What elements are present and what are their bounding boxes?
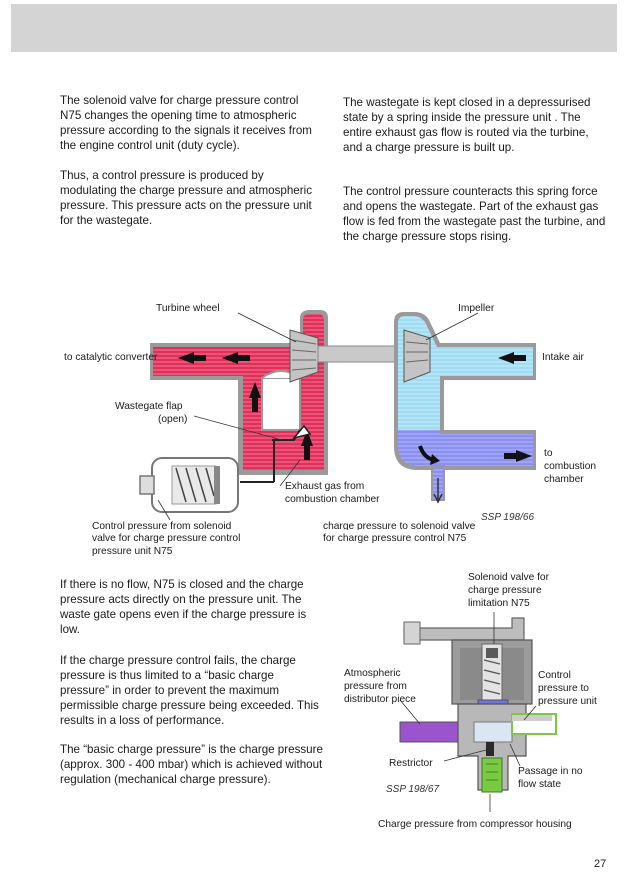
arrow-down-icon [433,478,443,504]
paragraph: If the charge pressure control fails, th… [60,654,319,727]
turbocharger-diagram: Turbine wheel Impeller to catalytic conv… [64,303,596,530]
label-control-pressure: valve for charge pressure control [92,533,241,544]
label-turbine-wheel: Turbine wheel [156,303,220,314]
arrow-up-icon [301,430,313,460]
restrictor [486,742,494,756]
solenoid-valve-diagram: Solenoid valve for charge pressure limit… [344,572,597,830]
pressure-unit [139,457,239,513]
paragraph: The solenoid valve for charge pressure c… [60,94,312,152]
label-to-combustion: chamber [544,474,584,485]
label-atmospheric-pressure: distributor piece [344,694,416,705]
leader-lines [399,612,537,812]
label-atmospheric-pressure: pressure from [344,681,407,692]
label-passage-no-flow: Passage in no [518,766,583,777]
label-control-pressure-unit: Control [538,670,571,681]
label-control-pressure: pressure unit N75 [92,546,173,557]
arrow-left-icon [178,352,206,364]
ssp-label: SSP 198/67 [386,784,439,795]
arrow-right-icon [504,450,532,462]
label-charge-pressure-to-solenoid: charge pressure to solenoid valve [323,521,476,530]
exhaust-housing [150,310,328,475]
turbine-wheel [289,329,319,383]
page-number: 27 [594,858,607,870]
label-intake-air: Intake air [542,352,585,363]
label-to-combustion: combustion [544,461,596,472]
label-exhaust-gas: Exhaust gas from [285,481,364,492]
paragraph: The wastegate is kept closed in a depres… [343,96,591,154]
solenoid-body [451,639,533,705]
label-atmospheric-pressure: Atmospheric [344,668,401,679]
leader-lines [157,312,479,521]
paragraph: Thus, a control pressure is produced by … [60,169,312,227]
impeller [403,329,431,383]
label-passage-no-flow: flow state [518,779,561,790]
label-wastegate-flap-open: (open) [158,414,187,425]
paragraph: The “basic charge pressure” is the charg… [60,743,323,786]
ssp-label: SSP 198/66 [481,512,534,523]
label-to-catalytic-converter: to catalytic converter [64,352,158,363]
label-solenoid-valve: limitation N75 [468,598,530,609]
paragraph: If there is no flow, N75 is closed and t… [60,578,307,636]
label-wastegate-flap: Wastegate flap [115,401,183,412]
arrow-up-icon [249,382,261,412]
label-restrictor: Restrictor [389,758,433,769]
arrow-head-icon [430,454,440,465]
label-impeller: Impeller [458,303,495,314]
arrow-left-icon [498,352,526,364]
charge-inlet [481,757,503,793]
label-control-pressure: Control pressure from solenoid [92,521,232,530]
label-control-pressure-unit: pressure unit [538,696,597,707]
turbo-shaft [317,345,405,363]
label-charge-from-compressor: Charge pressure from compressor housing [378,819,572,830]
label-solenoid-valve: Solenoid valve for [468,572,550,583]
label-charge-pressure-to-solenoid: for charge pressure control N75 [323,533,467,544]
label-solenoid-valve: charge pressure [468,585,542,596]
arrow-left-icon [222,352,250,364]
label-to-combustion: to [544,448,553,459]
paragraph: The control pressure counteracts this sp… [343,185,606,243]
header-bar [11,4,617,52]
label-exhaust-gas: combustion chamber [285,494,380,505]
label-control-pressure-unit: pressure to [538,683,589,694]
